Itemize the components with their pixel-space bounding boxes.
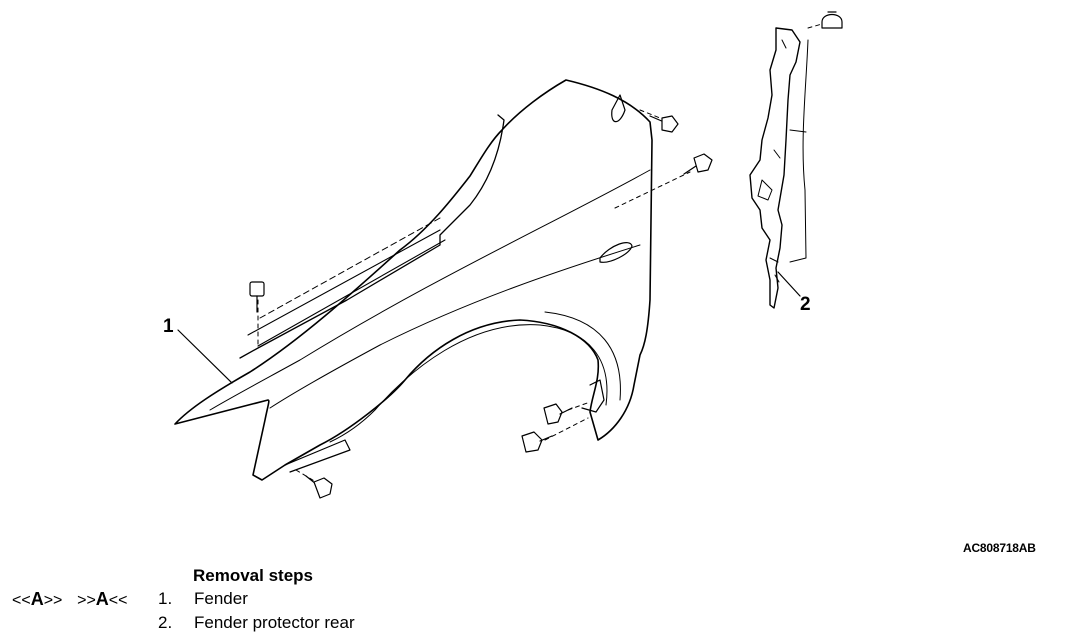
fender-lower-tab (284, 439, 351, 473)
bolt-arch-upper (543, 403, 573, 425)
fender-protector-rear (749, 27, 801, 309)
ref-mark-a-post: >>A<< (77, 589, 128, 609)
fender-side-marker (599, 242, 633, 263)
bolt-front-top (249, 281, 265, 313)
removal-steps-title: Removal steps (193, 566, 313, 585)
fender-outline (174, 79, 653, 481)
protector-mount-edge (789, 39, 809, 263)
figure-code: AC808718AB (963, 541, 1036, 555)
fender-body-line-1 (209, 169, 651, 411)
step-label-fender-protector-rear: Fender protector rear (194, 613, 355, 632)
protector-inner-detail (757, 39, 787, 283)
callout-1: 1 (163, 316, 174, 337)
fender-cowl-edge (239, 114, 505, 359)
fender-wheel-arch-inner (329, 324, 608, 443)
leader-line-1 (177, 329, 233, 384)
fender-top-mount (611, 94, 626, 123)
removal-step-1: <<A>> >>A<< (12, 589, 127, 610)
ref-mark-a-pre: <<A>> (12, 589, 63, 609)
bolt-side-upper (683, 153, 713, 175)
leader-line-2 (777, 271, 801, 297)
clip-protector-top (821, 11, 843, 29)
fender-body-line-2 (269, 244, 641, 409)
step-number: 2. (158, 613, 173, 632)
fender-flange-upper (247, 229, 446, 347)
bolt-front-lower (305, 475, 333, 499)
bolt-arch-lower (521, 431, 553, 453)
fender-arch-lip (544, 311, 621, 401)
protector-rib (789, 129, 807, 133)
fender-flange-dash (259, 217, 441, 319)
bolt-top-rear (649, 115, 679, 133)
step-label-fender: Fender (194, 589, 248, 608)
callout-2: 2 (800, 294, 811, 315)
fender-rear-bracket (581, 379, 605, 413)
step-number: 1. (158, 589, 173, 608)
